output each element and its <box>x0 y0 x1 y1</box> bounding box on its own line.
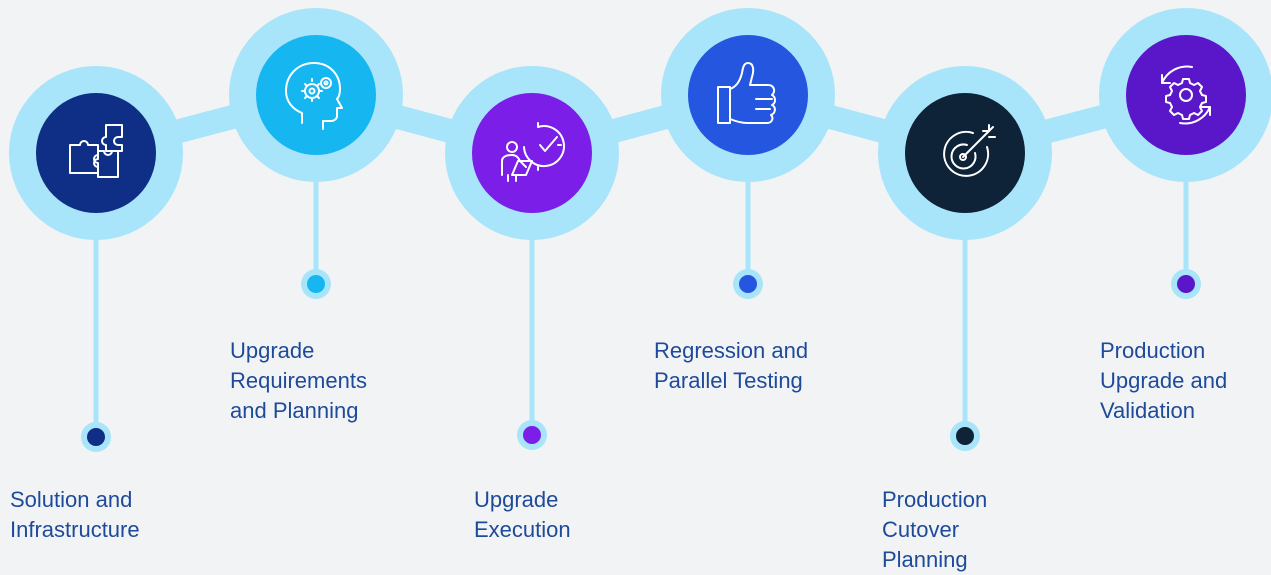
node-execution <box>445 66 619 240</box>
label-line: Production <box>1100 338 1206 363</box>
label-line: Execution <box>474 517 571 542</box>
label-line: Regression and <box>654 338 809 363</box>
gear-cycle-icon <box>1161 65 1211 125</box>
label-requirements: Upgrade Requirements and Planning <box>230 336 367 426</box>
person-clock-icon <box>501 122 565 182</box>
label-line: Upgrade and <box>1100 368 1228 393</box>
dot-testing <box>733 269 763 299</box>
node-cutover <box>878 66 1052 240</box>
label-line: Upgrade <box>474 487 559 512</box>
dot-cutover <box>950 421 980 451</box>
label-line: Production <box>882 487 988 512</box>
node-testing <box>661 8 835 182</box>
node-solution <box>9 66 183 240</box>
puzzle-icon <box>69 124 123 178</box>
label-line: Cutover <box>882 517 960 542</box>
brain-gears-icon <box>285 62 343 130</box>
node-validation <box>1099 8 1271 182</box>
target-icon <box>943 124 996 177</box>
label-line: Solution and <box>10 487 133 512</box>
label-line: Upgrade <box>230 338 315 363</box>
label-line: Parallel Testing <box>654 368 803 393</box>
label-line: Infrastructure <box>10 517 140 542</box>
dot-requirements <box>301 269 331 299</box>
label-line: Validation <box>1100 398 1195 423</box>
thumbs-up-icon <box>717 62 776 124</box>
label-line: and Planning <box>230 398 359 423</box>
label-line: Planning <box>882 547 968 572</box>
label-validation: Production Upgrade and Validation <box>1100 336 1227 426</box>
dot-execution <box>517 420 547 450</box>
label-execution: Upgrade Execution <box>474 485 571 545</box>
dot-validation <box>1171 269 1201 299</box>
node-requirements <box>229 8 403 182</box>
label-line: Requirements <box>230 368 367 393</box>
label-testing: Regression and Parallel Testing <box>654 336 808 396</box>
label-solution: Solution and Infrastructure <box>10 485 140 545</box>
label-cutover: Production Cutover Planning <box>882 485 987 575</box>
dot-solution <box>81 422 111 452</box>
